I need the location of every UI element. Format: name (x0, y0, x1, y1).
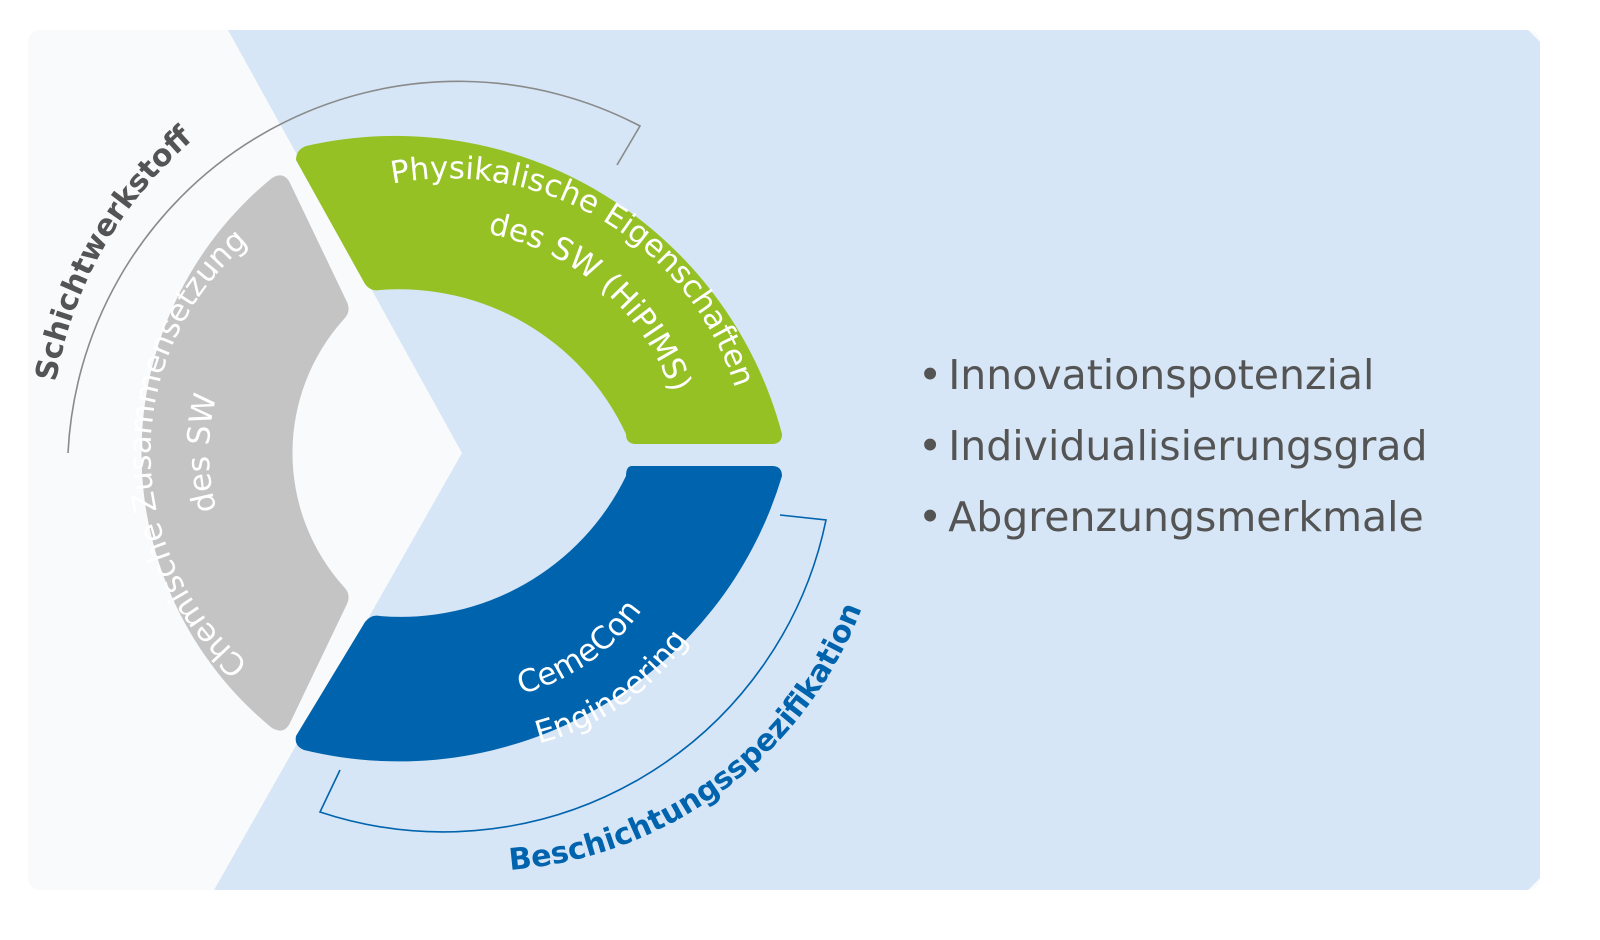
feature-item: •Innovationspotenzial (918, 340, 1427, 411)
segment-blue (295, 466, 782, 762)
feature-item: •Individualisierungsgrad (918, 411, 1427, 482)
feature-item: •Abgrenzungsmerkmale (918, 482, 1427, 553)
top-bracket (67, 80, 642, 454)
feature-item-text: Individualisierungsgrad (948, 422, 1428, 470)
segment-green (296, 135, 782, 444)
bullet-marker: • (918, 422, 943, 470)
segment-gray (141, 175, 349, 731)
feature-item-text: Innovationspotenzial (948, 351, 1375, 399)
bullet-marker: • (918, 351, 943, 399)
feature-list: •Innovationspotenzial •Individualisierun… (918, 340, 1427, 553)
feature-item-text: Abgrenzungsmerkmale (948, 493, 1424, 541)
bottom-bracket (318, 514, 827, 833)
bullet-marker: • (918, 493, 943, 541)
